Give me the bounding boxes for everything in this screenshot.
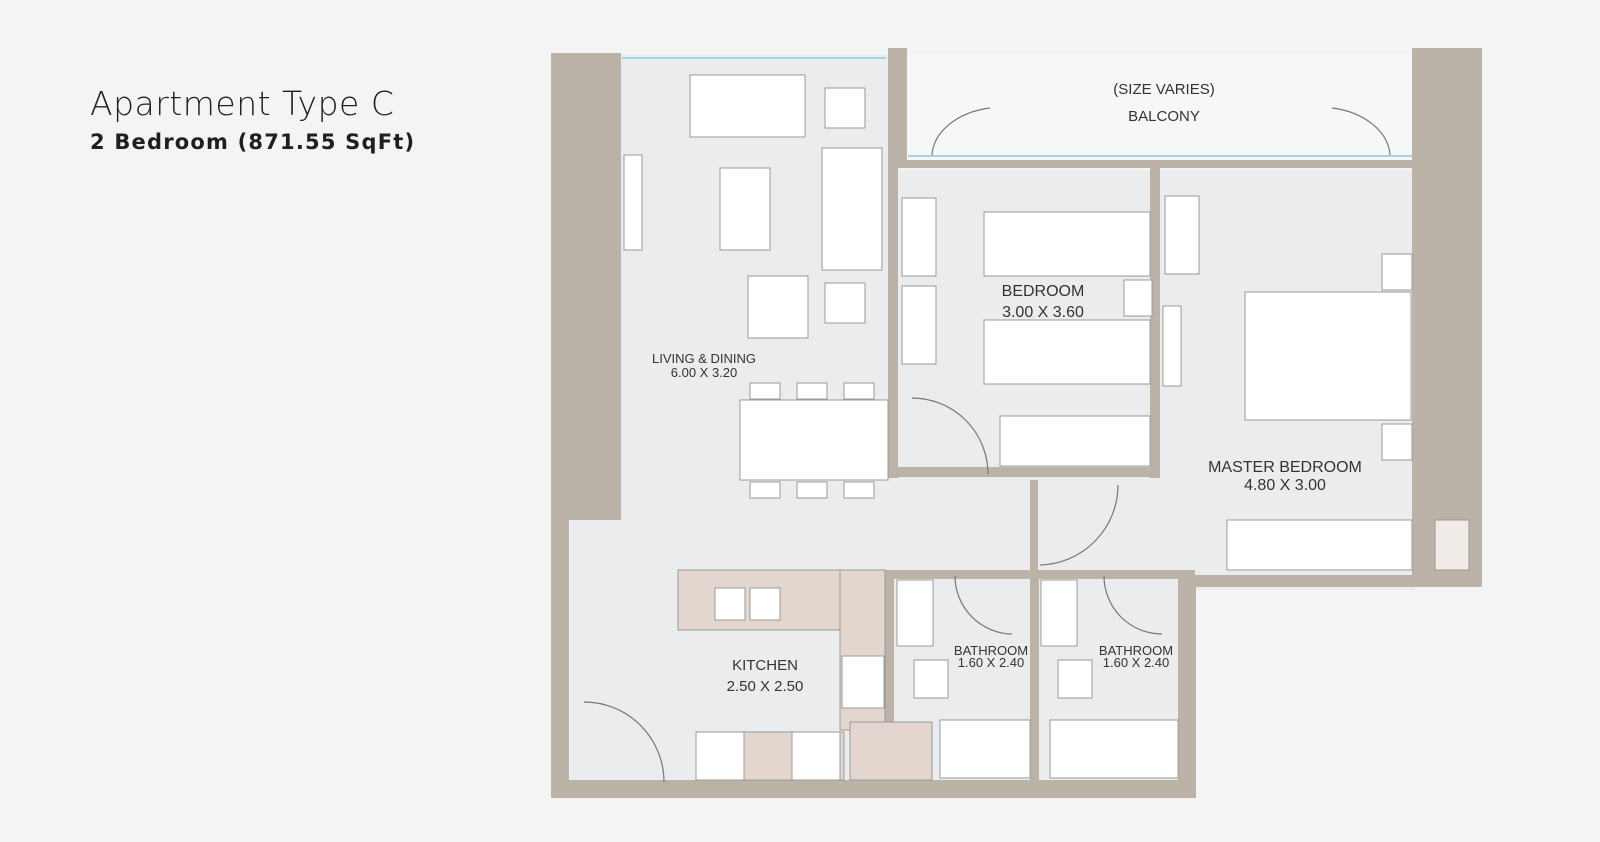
dining-chair [843,481,875,499]
side-table-2 [824,282,866,324]
windows [622,57,1412,157]
door-bedroom [911,397,989,475]
wall-living-east [888,48,907,168]
room-labels: (SIZE VARIES) BALCONY LIVING & DINING 6.… [652,81,1362,695]
door-bath1 [954,575,1013,635]
bed-2 [983,319,1151,385]
bed-1 [983,211,1151,277]
sink-1 [714,587,746,621]
floor-balcony [908,55,1413,163]
page-subtitle: 2 Bedroom (871.55 SqFt) [90,130,416,154]
nightstand-bed [1123,279,1153,317]
master-bed [1244,291,1412,421]
bath1-vanity [896,579,934,647]
wall-bed-south [898,467,1160,477]
master-name: MASTER BEDROOM [1208,459,1362,476]
wall-kitchen-bath [885,570,894,785]
bath2-size: 1.60 X 2.40 [1103,655,1170,670]
wall-balcony-inner [898,160,1415,168]
door-balcony-1 [931,107,991,156]
master-wardrobe [1226,519,1413,571]
sofa [689,74,806,138]
bath2-toilet [1057,659,1093,699]
bath1-toilet [913,659,949,699]
door-entry [583,701,665,783]
wall-bath-east [1178,575,1196,798]
wall-south-pad [551,780,671,798]
wardrobe-bed [999,415,1151,467]
sink-2 [749,587,781,621]
master-size: 4.80 X 3.00 [1244,477,1326,494]
wall-bed-master [1150,160,1160,478]
side-table-1 [824,87,866,129]
kitchen-name: KITCHEN [732,657,798,674]
tv-unit-master [1162,305,1182,387]
bedroom-size: 3.00 X 3.60 [1002,304,1084,321]
door-master [1039,484,1119,566]
wall-west-column [551,53,621,520]
bath1-shower [939,719,1031,779]
nightstand-master-1 [1381,253,1413,291]
door-swings [583,107,1391,783]
furniture [623,74,1470,781]
living-name: LIVING & DINING [652,351,756,366]
wall-bath-mid [1030,570,1039,785]
dining-chair [749,382,781,400]
washer [791,731,841,781]
wall-west [551,518,569,798]
wall-living-east-lower [888,168,898,478]
wall-service-north [885,570,1195,579]
nightstand-master-2 [1381,423,1413,461]
page-title: Apartment Type C [90,84,395,123]
dining-chair [796,481,828,499]
desk-2 [901,285,937,365]
walls [551,48,1482,798]
tv-unit [623,154,643,251]
plan-heading: Apartment Type C 2 Bedroom (871.55 SqFt) [90,84,415,154]
desk-1 [901,197,937,277]
kitchen-size: 2.50 X 2.50 [727,678,804,695]
bath1-size: 1.60 X 2.40 [958,655,1025,670]
wall-master-south [1195,575,1482,587]
balcony-note: (SIZE VARIES) [1113,81,1214,98]
wall-balcony-east [1412,48,1482,585]
master-desk [1164,195,1200,275]
lounge-chair [747,275,809,339]
master-shaft [1434,519,1470,571]
bath2-shower [1049,719,1179,779]
bath2-vanity [1040,579,1078,647]
armchair-set [821,147,883,271]
balcony-name: BALCONY [1128,108,1200,125]
cooktop [841,655,885,709]
dining-chair [843,382,875,400]
bath2-name: BATHROOM [1099,643,1173,658]
dining-table [739,399,889,481]
wall-hall-left [1030,480,1038,570]
dining-chair [796,382,828,400]
dining-chair [749,481,781,499]
door-bath2 [1103,575,1163,635]
fridge [695,731,745,781]
living-size: 6.00 X 3.20 [671,365,738,380]
door-balcony-2 [1331,107,1391,156]
shaft-box [849,721,933,781]
rug [719,167,771,251]
bedroom-name: BEDROOM [1002,283,1085,300]
bath1-name: BATHROOM [954,643,1028,658]
